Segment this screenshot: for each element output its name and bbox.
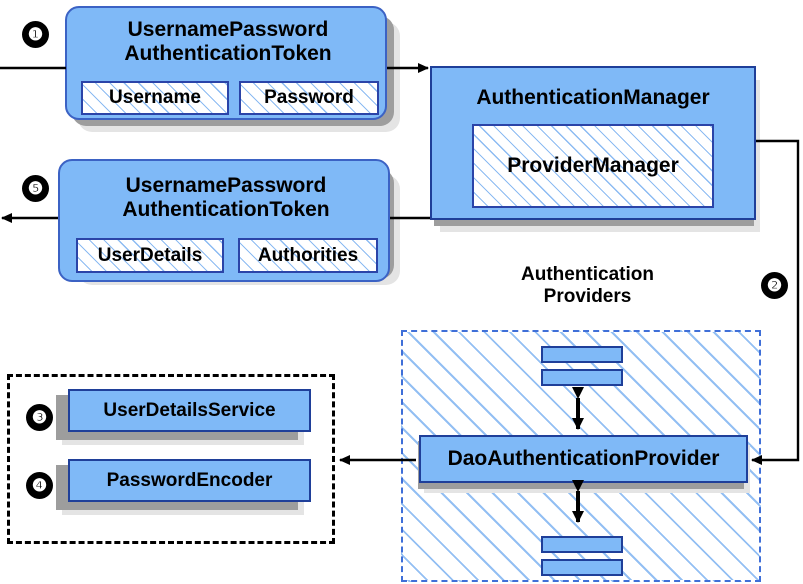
authentication-providers-title-line2: Providers xyxy=(543,285,632,307)
response-token-field-authorities[interactable]: Authorities xyxy=(238,238,378,273)
request-token-field-password[interactable]: Password xyxy=(239,81,379,115)
response-token-field-userdetails-label: UserDetails xyxy=(97,244,203,266)
other-provider-bottom-2[interactable] xyxy=(541,559,623,576)
request-token-title-line1: UsernamePassword xyxy=(127,18,329,41)
response-token-box[interactable]: UsernamePassword AuthenticationToken Use… xyxy=(58,159,390,282)
response-token-title: UsernamePassword AuthenticationToken xyxy=(60,169,392,227)
response-token-field-authorities-label: Authorities xyxy=(257,244,359,266)
request-token-field-username-label: Username xyxy=(109,87,201,108)
request-token-field-username[interactable]: Username xyxy=(81,81,229,115)
step-badge-5: ❺ xyxy=(22,175,49,202)
user-details-service-label: UserDetailsService xyxy=(103,399,276,421)
provider-manager-label: ProviderManager xyxy=(507,154,679,177)
provider-manager-box[interactable]: ProviderManager xyxy=(472,124,714,208)
dao-authentication-provider-label: DaoAuthenticationProvider xyxy=(447,447,720,470)
password-encoder-label: PasswordEncoder xyxy=(106,469,273,491)
password-encoder-box[interactable]: PasswordEncoder xyxy=(68,459,311,502)
step-badge-4: ❹ xyxy=(26,472,53,499)
other-provider-top-1[interactable] xyxy=(541,346,623,363)
authentication-providers-title: Authentication Providers xyxy=(480,264,695,308)
response-token-title-line1: UsernamePassword xyxy=(125,174,327,197)
other-provider-bottom-1[interactable] xyxy=(541,536,623,553)
user-details-service-box[interactable]: UserDetailsService xyxy=(68,389,311,432)
request-token-title: UsernamePassword AuthenticationToken xyxy=(67,14,389,70)
step-badge-3: ❸ xyxy=(26,404,53,431)
other-provider-top-2[interactable] xyxy=(541,369,623,386)
response-token-field-userdetails[interactable]: UserDetails xyxy=(76,238,224,273)
authentication-providers-title-line1: Authentication xyxy=(521,264,654,285)
request-token-field-password-label: Password xyxy=(264,87,354,108)
authentication-manager-box[interactable]: AuthenticationManager ProviderManager xyxy=(430,66,756,220)
response-token-title-line2: AuthenticationToken xyxy=(122,198,330,221)
request-token-title-line2: AuthenticationToken xyxy=(124,42,332,65)
step-badge-1: ❶ xyxy=(22,21,49,48)
authentication-manager-label-wrap: AuthenticationManager xyxy=(432,82,754,114)
authentication-manager-label: AuthenticationManager xyxy=(476,86,710,109)
dao-authentication-provider-box[interactable]: DaoAuthenticationProvider xyxy=(419,435,748,483)
step-badge-2: ❷ xyxy=(761,272,788,299)
request-token-box[interactable]: UsernamePassword AuthenticationToken Use… xyxy=(65,6,387,120)
